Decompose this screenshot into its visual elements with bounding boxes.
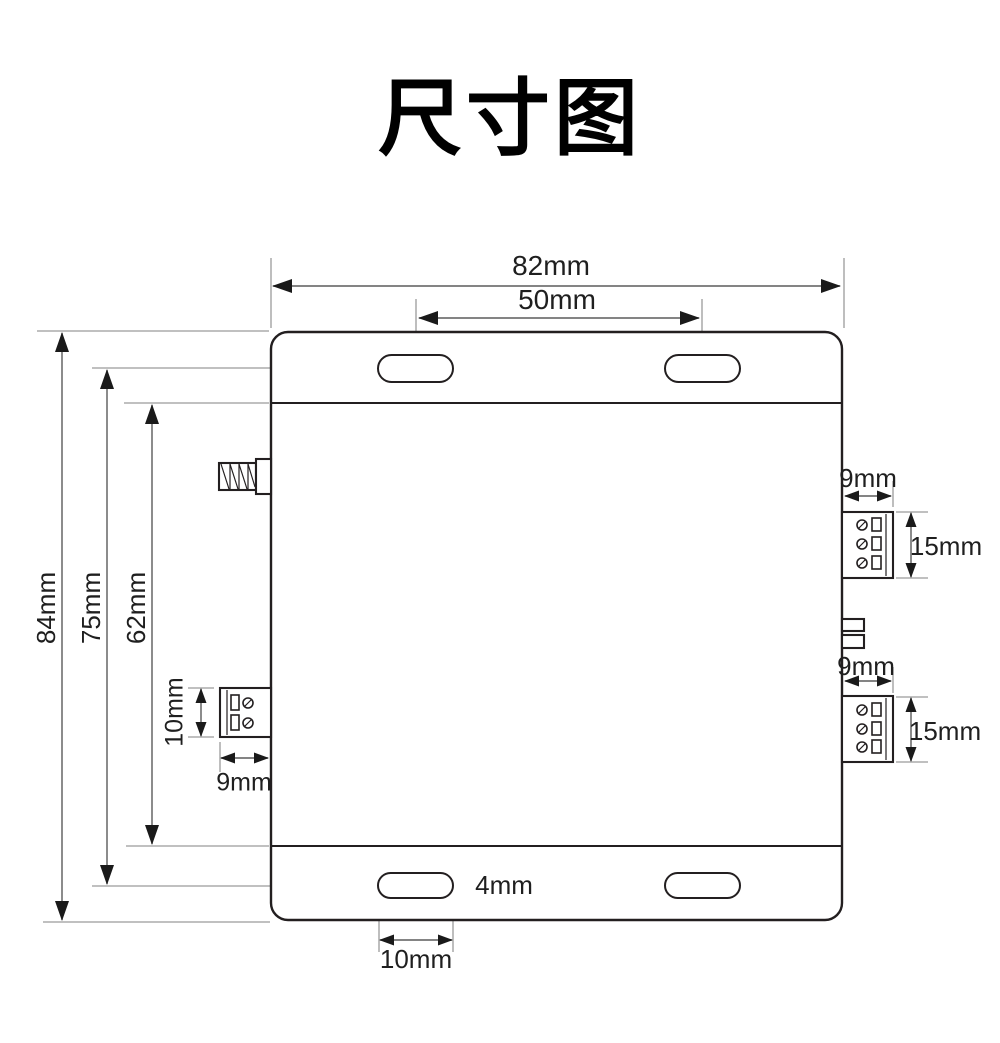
antenna-nut	[254, 457, 273, 496]
dim-label-overall-height: 84mm	[31, 571, 61, 645]
page-title: 尺寸图	[377, 71, 643, 166]
screw-slot	[858, 725, 866, 733]
dim-label-mounting-slot-width: 10mm	[379, 944, 453, 974]
mounting-slot-top-left	[377, 354, 454, 383]
screw-slot	[858, 521, 866, 529]
dim-label-overall-width: 82mm	[512, 250, 590, 281]
antenna-thread-hatch	[220, 463, 230, 490]
terminal-slot	[871, 721, 882, 736]
dim-label-left-terminal-height: 10mm	[160, 677, 189, 747]
terminal-slot	[230, 714, 240, 731]
mounting-slot-bottom-right	[664, 872, 741, 899]
dim-label-left-terminal-width: 9mm	[216, 768, 272, 797]
dim-label-right-bottom-terminal-height: 15mm	[908, 716, 982, 746]
dim-label-right-top-terminal-height: 15mm	[909, 531, 983, 561]
mounting-slot-bottom-left	[377, 872, 454, 899]
screw-slot	[858, 706, 866, 714]
dim-label-right-top-terminal-width: 9mm	[839, 463, 897, 493]
terminal-block-right-top	[840, 510, 895, 580]
screw-slot	[244, 699, 252, 707]
screw-slot	[858, 540, 866, 548]
dim-label-right-bottom-terminal-width: 9mm	[837, 651, 895, 681]
mounting-slot-top-right	[664, 354, 741, 383]
antenna-thread-hatch	[247, 463, 256, 488]
terminal-slot	[871, 536, 882, 551]
terminal-block-right-bottom	[840, 694, 895, 764]
dim-label-mounting-slot-height: 4mm	[475, 870, 533, 900]
antenna-thread-hatch	[238, 463, 248, 490]
terminal-slot	[871, 517, 882, 532]
terminal-slot	[230, 694, 240, 711]
dim-label-body-section-height: 62mm	[121, 571, 151, 645]
dimension-lines	[55, 279, 917, 946]
screw-slot	[858, 743, 866, 751]
screw-slot	[244, 719, 252, 727]
terminal-slot	[871, 702, 882, 717]
antenna-connector	[217, 457, 273, 496]
right-edge-tab-lower	[840, 633, 866, 650]
dim-label-hole-spacing-horizontal: 50mm	[518, 284, 596, 315]
terminal-slot	[871, 739, 882, 754]
dim-label-hole-spacing-vertical: 75mm	[76, 571, 106, 645]
antenna-thread-hatch	[229, 463, 239, 490]
terminal-slot	[871, 555, 882, 570]
terminal-block-left	[218, 686, 273, 739]
screw-slot	[858, 559, 866, 567]
terminal-block-left-outline	[218, 686, 273, 739]
device-body-outline	[269, 330, 844, 922]
right-edge-tab-upper	[840, 617, 866, 633]
